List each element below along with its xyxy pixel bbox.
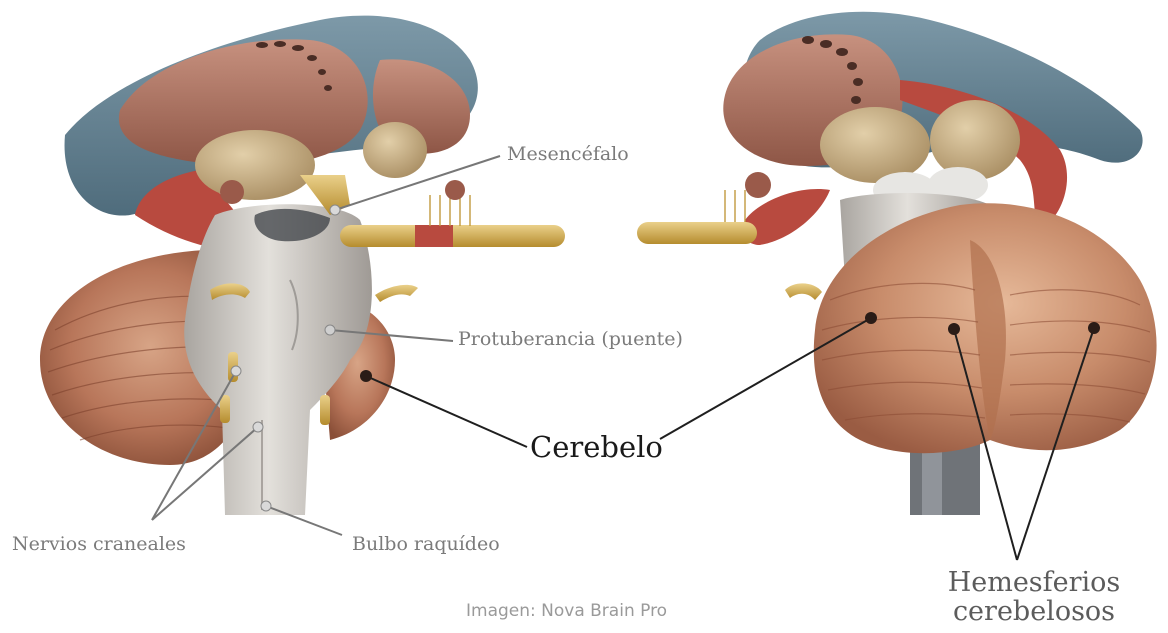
label-bulbo-raquideo: Bulbo raquídeo	[352, 533, 500, 555]
label-hemisferios-line2: cerebelosos	[930, 597, 1138, 626]
right-small-nucleus	[745, 172, 771, 198]
right-nerve-fibers	[725, 190, 745, 222]
left-tan-body-2	[363, 122, 427, 178]
label-protuberancia: Protuberancia (puente)	[458, 328, 683, 350]
right-brainstem-model	[637, 12, 1157, 515]
left-fiber-node	[445, 180, 465, 200]
left-brainstem-model	[40, 16, 565, 515]
label-nervios-craneales: Nervios craneales	[12, 533, 186, 555]
right-tan-body-2	[930, 100, 1020, 180]
left-small-nucleus	[220, 180, 244, 204]
right-cranial-cord	[637, 222, 757, 244]
label-hemisferios-cerebelosos: Hemesferios cerebelosos	[930, 568, 1138, 626]
right-tan-body	[820, 107, 930, 183]
label-mesencefalo: Mesencéfalo	[507, 143, 629, 165]
left-tan-body	[195, 130, 315, 200]
label-hemisferios-line1: Hemesferios	[930, 568, 1138, 597]
left-cord-red-segment	[415, 225, 453, 247]
leader-cerebelo-left	[366, 376, 527, 447]
left-brainstem-column	[184, 204, 372, 515]
left-nerve-fibers	[430, 195, 470, 226]
right-nerve-root	[785, 283, 822, 300]
image-credit: Imagen: Nova Brain Pro	[466, 601, 667, 621]
label-cerebelo: Cerebelo	[530, 430, 663, 464]
